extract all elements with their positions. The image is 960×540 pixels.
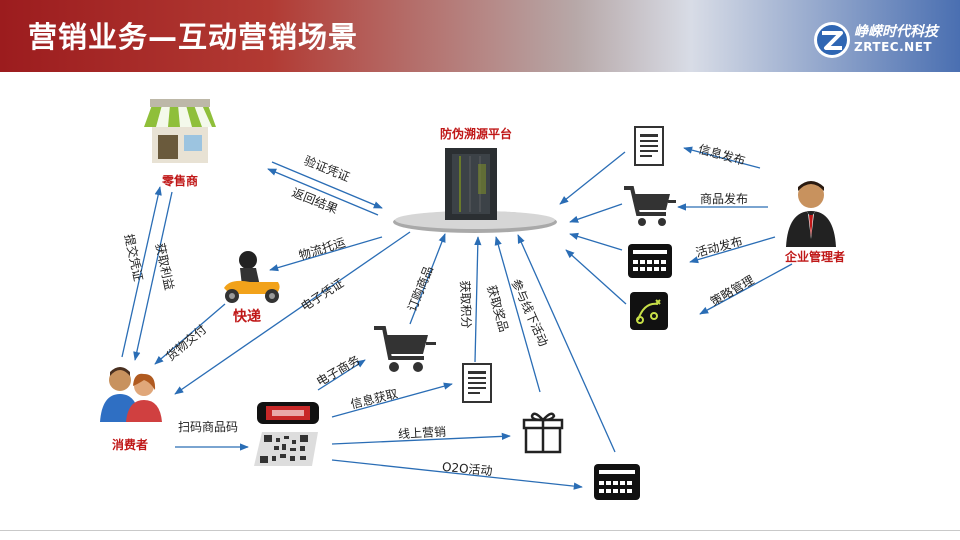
gift-icon	[522, 410, 564, 454]
arrow-strategy	[699, 263, 793, 315]
arrow-return-result	[267, 168, 379, 216]
arrow-voucher	[174, 231, 411, 395]
edge-label-goods-publish: 商品发布	[700, 192, 749, 206]
page-title: 营销业务—互动营销场景	[28, 20, 359, 54]
arrow-get-profit	[133, 191, 173, 361]
consumer-label: 消费者	[112, 438, 149, 452]
diagram-arrows	[121, 146, 793, 490]
arrow-card-platform	[569, 232, 623, 251]
card-terminal-icon	[628, 244, 672, 278]
platform-server-icon	[390, 144, 560, 234]
arrow-doc-platform	[559, 151, 626, 205]
retailer-label: 零售商	[162, 174, 199, 188]
document-icon	[634, 126, 664, 166]
arrow-offline	[517, 234, 616, 453]
qr-code-icon	[252, 430, 324, 468]
logo-name-cn: 峥嵘时代科技	[854, 24, 938, 40]
arrow-delivery	[154, 303, 226, 365]
manager-label: 企业管理者	[785, 250, 846, 264]
edge-label-get-points: 获取积分	[457, 280, 474, 329]
platform-label: 防伪溯源平台	[440, 127, 513, 141]
arrow-info-publish	[683, 146, 761, 169]
arrow-info-get	[331, 382, 453, 418]
arrow-strategy-platform	[565, 249, 627, 305]
arrow-logistics	[269, 236, 383, 272]
store-icon	[140, 97, 220, 169]
edge-label-scan: 扫码商品码	[178, 420, 239, 434]
scooter-icon	[220, 244, 286, 306]
arrow-ecommerce	[317, 359, 366, 391]
strategy-board-icon	[630, 292, 668, 330]
company-logo: 峥嵘时代科技 ZRTEC.NET	[812, 18, 957, 62]
marketing-diagram: 防伪溯源平台 零售商 快递	[0, 72, 960, 540]
arrow-activity-publish	[689, 236, 776, 264]
arrow-submit-voucher	[121, 186, 162, 358]
courier-label: 快递	[233, 309, 261, 325]
document-icon	[462, 363, 492, 403]
arrow-order-goods	[409, 233, 446, 325]
arrow-cart-platform	[569, 203, 623, 223]
header-bar: 营销业务—互动营销场景 峥嵘时代科技 ZRTEC.NET	[0, 0, 960, 72]
phone-icon	[256, 400, 320, 426]
bottom-divider	[0, 530, 960, 531]
edge-label-online: 线上营销	[397, 424, 447, 442]
arrow-get-prize	[494, 236, 541, 393]
manager-icon	[784, 177, 838, 247]
arrow-online	[331, 432, 511, 445]
logo-name-en: ZRTEC.NET	[854, 40, 933, 54]
consumer-icon	[98, 362, 166, 424]
arrow-verify	[271, 161, 383, 209]
shopping-cart-icon	[622, 184, 678, 228]
shopping-cart-icon	[372, 324, 438, 374]
arrow-o2o	[331, 459, 583, 490]
card-terminal-icon	[594, 464, 640, 500]
logo-icon	[814, 22, 850, 58]
arrow-get-points	[474, 236, 482, 363]
